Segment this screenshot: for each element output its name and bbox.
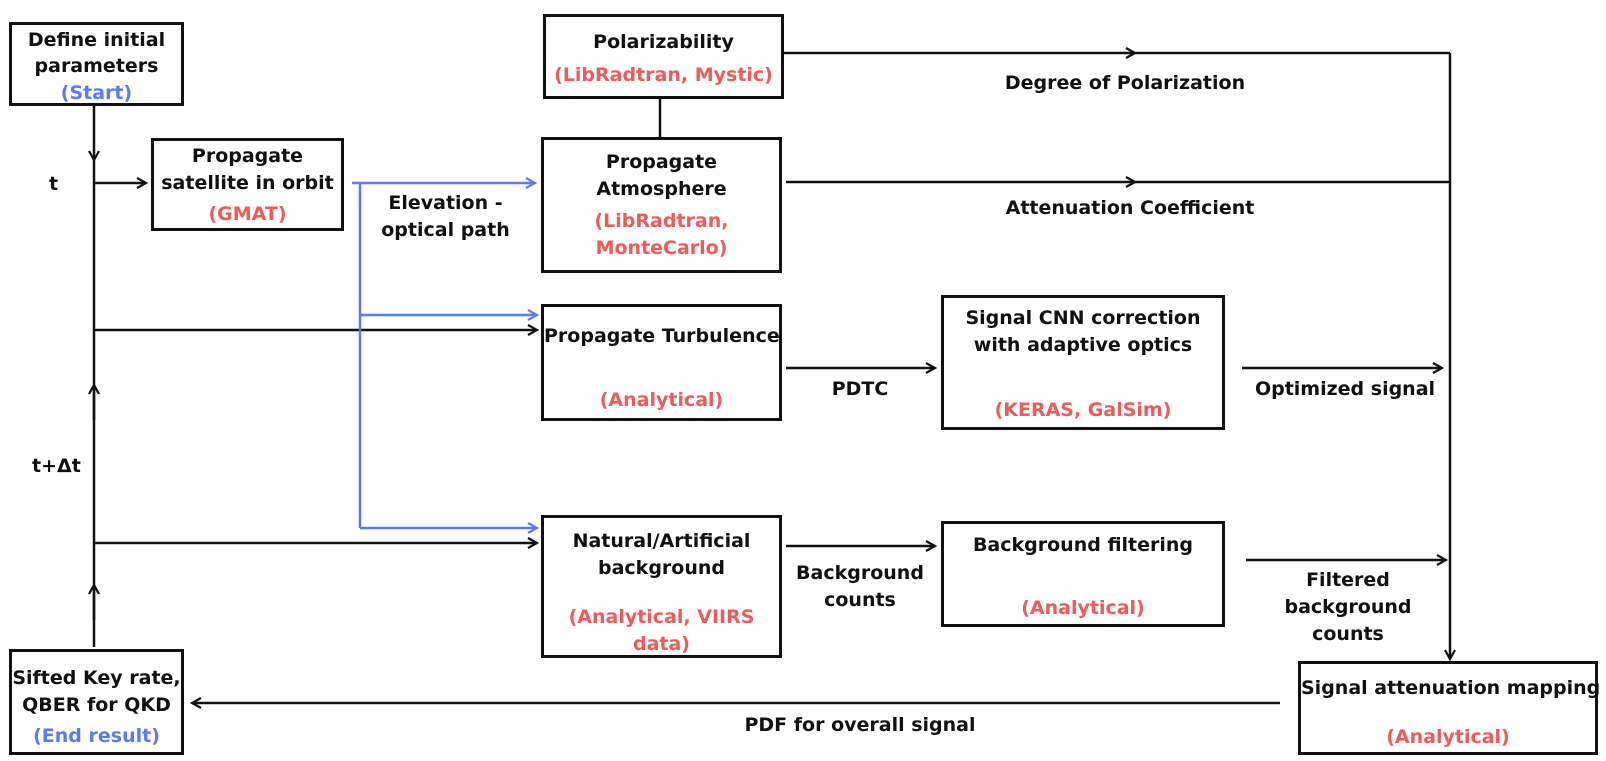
start-label-2: parameters	[34, 55, 159, 77]
edge-label-t-dt: t+Δt	[32, 455, 81, 477]
edge-label-pdtc: PDTC	[831, 378, 889, 400]
edge-label-pdf: PDF for overall signal	[744, 714, 976, 736]
satellite-tool: (GMAT)	[208, 203, 287, 225]
cnn-tool: (KERAS, GalSim)	[994, 399, 1172, 421]
end-node: Sifted Key rate, QBER for QKD (End resul…	[9, 649, 184, 755]
edge-label-filtered-1: Filtered	[1306, 569, 1390, 591]
bg-filter-node: Background filtering (Analytical)	[941, 521, 1225, 627]
edge-label-filtered-2: background	[1284, 596, 1412, 618]
turbulence-label: Propagate Turbulence	[544, 325, 780, 347]
polarizability-tool: (LibRadtran, Mystic)	[554, 64, 773, 86]
background-tool-2: data)	[632, 633, 690, 655]
edge-label-elevation-1: Elevation -	[388, 192, 503, 214]
polarizability-label: Polarizability	[593, 31, 734, 53]
mapping-tool: (Analytical)	[1386, 726, 1510, 748]
satellite-label-1: Propagate	[191, 145, 304, 167]
edge-label-t: t	[49, 173, 59, 195]
end-label-2: QBER for QKD	[22, 694, 171, 716]
mapping-node: Signal attenuation mapping (Analytical)	[1298, 661, 1601, 755]
cnn-label-2: with adaptive optics	[973, 334, 1193, 356]
end-label-1: Sifted Key rate,	[12, 667, 181, 689]
turbulence-tool: (Analytical)	[599, 389, 724, 411]
satellite-label-2: satellite in orbit	[161, 172, 334, 194]
end-tag: (End result)	[33, 725, 160, 747]
atmosphere-tool-2: MonteCarlo)	[595, 237, 728, 259]
start-tag: (Start)	[60, 82, 133, 104]
edge-label-degree-polarization: Degree of Polarization	[1004, 72, 1246, 94]
polarizability-node: Polarizability (LibRadtran, Mystic)	[543, 14, 784, 99]
start-label-1: Define initial	[27, 29, 166, 51]
edge-label-filtered-3: counts	[1312, 623, 1384, 645]
atmosphere-label-2: Atmosphere	[596, 178, 727, 200]
atmosphere-tool-1: (LibRadtran,	[594, 210, 729, 232]
edge-label-elevation-2: optical path	[381, 219, 510, 241]
atmosphere-node: Propagate Atmosphere (LibRadtran, MonteC…	[541, 137, 782, 273]
atmosphere-label-1: Propagate	[605, 151, 718, 173]
background-label-2: background	[598, 557, 725, 579]
background-label-1: Natural/Artificial	[572, 530, 751, 552]
satellite-node: Propagate satellite in orbit (GMAT)	[151, 138, 344, 231]
background-node: Natural/Artificial background (Analytica…	[541, 515, 782, 658]
start-node: Define initial parameters (Start)	[9, 22, 184, 106]
mapping-label: Signal attenuation mapping	[1301, 677, 1601, 699]
edge-label-attenuation-coefficient: Attenuation Coefficient	[1005, 197, 1255, 219]
cnn-label-1: Signal CNN correction	[965, 307, 1201, 329]
edge-label-background-counts-1: Background	[796, 562, 924, 584]
bg-filter-label: Background filtering	[972, 534, 1194, 556]
bg-filter-tool: (Analytical)	[1021, 597, 1145, 619]
cnn-node: Signal CNN correction with adaptive opti…	[941, 295, 1225, 430]
turbulence-node: Propagate Turbulence (Analytical)	[541, 304, 782, 421]
edge-label-optimized-signal: Optimized signal	[1254, 378, 1436, 400]
background-tool-1: (Analytical, VIIRS	[568, 606, 755, 628]
edge-label-background-counts-2: counts	[824, 589, 896, 611]
